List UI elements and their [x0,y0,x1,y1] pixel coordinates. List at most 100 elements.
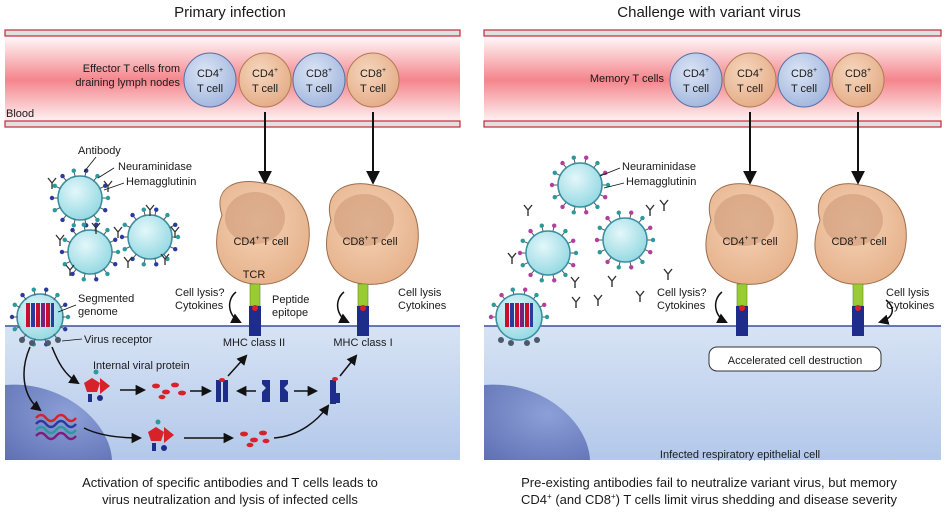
lysis-arrow-cd4 [714,291,728,323]
lysis-line2: Cytokines [398,300,447,312]
virus-particle [57,175,103,221]
peptide-fragments [152,382,186,400]
lysis-line2: Cytokines [886,300,935,312]
accelerated-label: Accelerated cell destruction [728,355,863,367]
virus-spikes [9,155,656,347]
blood-cell-cd8-blue: CD8+ T cell [292,52,346,108]
cell-type: CD8 [306,68,328,80]
arrow-translation [83,427,143,444]
cell-sub: T cell [360,83,386,95]
right-caption-line2: CD4+ (and CD8+) T cells limit virus shed… [521,492,897,507]
hemagglutinin-label: Hemagglutinin [626,176,696,188]
lysis-q-line2: Cytokines [657,300,706,312]
free-antibodies [507,199,673,308]
big-cd8-t-cell-right: CD8+ T cell [814,183,907,285]
lysis-arrow-cd8 [877,299,893,325]
svg-text:T cell: T cell [845,83,871,95]
effector-label-line1: Effector T cells from [83,63,180,75]
lysis-arrow-cd8 [336,291,350,323]
left-panel: Primary infection Blood Effector T cells… [4,4,656,507]
blood-cell-cd8-blue: CD8+ T cell [777,52,831,108]
peptide-line1: Peptide [272,294,309,306]
peptide-line2: epitope [272,307,308,319]
effector-label-line2: draining lymph nodes [75,77,180,89]
segmented-line2: genome [78,306,118,318]
internal-protein-label: Internal viral protein [93,360,190,372]
svg-text:CD8+: CD8+ [306,67,332,80]
viral-rna-strands [35,413,77,441]
variant-virus [602,217,648,263]
cell-sup: + [382,67,386,74]
big-cd8-t-cell-left: CD8+ T cell [326,183,419,285]
viral-protein-cluster [84,369,110,402]
left-caption-line2: virus neutralization and lysis of infect… [102,492,358,507]
svg-text:T cell: T cell [791,83,817,95]
tcr-mhc1-complex [357,283,369,336]
mhc1-loaded [330,377,340,404]
virus-particle [67,229,113,275]
blood-cell-cd4-blue: CD4+ T cell [669,52,723,108]
virus-receptors [498,337,540,346]
virus-with-genome [16,293,64,341]
cell-type: CD8 [360,68,382,80]
svg-text:CD4+: CD4+ [737,67,763,80]
cell-sub: T cell [306,83,332,95]
arrow-mhc1-surface [339,354,358,377]
svg-text:CD8+ T cell: CD8+ T cell [831,235,886,248]
lysis-q-line2: Cytokines [175,300,224,312]
svg-text:CD4+: CD4+ [683,67,709,80]
variant-virus [525,230,571,276]
arrow-to-genome [23,346,42,412]
neuraminidase-label: Neuraminidase [622,161,696,173]
svg-text:CD4+: CD4+ [252,67,278,80]
virus-particle [127,214,173,260]
svg-text:CD4+: CD4+ [197,67,223,80]
arrow-uncoating [51,346,80,385]
cell-sup: + [274,67,278,74]
mhc1-label: MHC class I [333,337,392,349]
cell-type: CD4 [197,68,219,80]
neuraminidase-label: Neuraminidase [118,161,192,173]
blood-cell-cd4-tan: CD4+ T cell [238,52,292,108]
svg-text:T cell: T cell [737,83,763,95]
svg-text:CD4+ T cell: CD4+ T cell [233,235,288,248]
right-caption-line1: Pre-existing antibodies fail to neutrali… [521,475,897,490]
blood-label: Blood [6,108,34,120]
antibody-label: Antibody [78,145,121,157]
blood-cell-cd4-blue: CD4+ T cell [183,52,237,108]
tcr-label: TCR [243,269,266,281]
mhc2-label: MHC class II [223,337,285,349]
arrow-mhc2-surface [227,354,248,377]
epithelial-cell-right [484,325,941,460]
cell-sup: + [328,67,332,74]
cell-sub: T cell [197,83,223,95]
blood-cell-cd8-tan: CD8+ T cell [831,52,885,108]
virus-receptors [19,337,61,346]
lysis-line1: Cell lysis [886,287,930,299]
cell-type: CD4 [252,68,274,80]
cell-sup: + [219,67,223,74]
left-title: Primary infection [174,4,286,21]
memory-label: Memory T cells [590,73,665,85]
mhc2-loaded [216,378,228,402]
svg-text:CD8+ T cell: CD8+ T cell [342,235,397,248]
lysis-line1: Cell lysis [398,287,442,299]
svg-text:CD8+: CD8+ [845,67,871,80]
segmented-line1: Segmented [78,293,134,305]
mhc2-empty [262,380,288,402]
right-panel: Challenge with variant virus Memory T ce… [483,4,942,507]
hemagglutinin-label: Hemagglutinin [126,176,196,188]
tcr-mhc2-complex [736,283,748,336]
lysis-q-line1: Cell lysis? [657,287,707,299]
viral-protein-cluster-2 [148,419,174,451]
big-cd4-t-cell-right: CD4+ T cell [705,183,798,285]
blood-cell-cd4-tan: CD4+ T cell [723,52,777,108]
left-caption-line1: Activation of specific antibodies and T … [82,475,378,490]
accelerated-destruction-box: Accelerated cell destruction [708,346,882,372]
lysis-q-line1: Cell lysis? [175,287,225,299]
svg-text:CD8+: CD8+ [791,67,817,80]
svg-text:CD4+ T cell: CD4+ T cell [722,235,777,248]
virus-receptor-label: Virus receptor [84,334,153,346]
variant-virus-with-genome [495,293,543,341]
tcr-mhc2-complex [249,283,261,336]
